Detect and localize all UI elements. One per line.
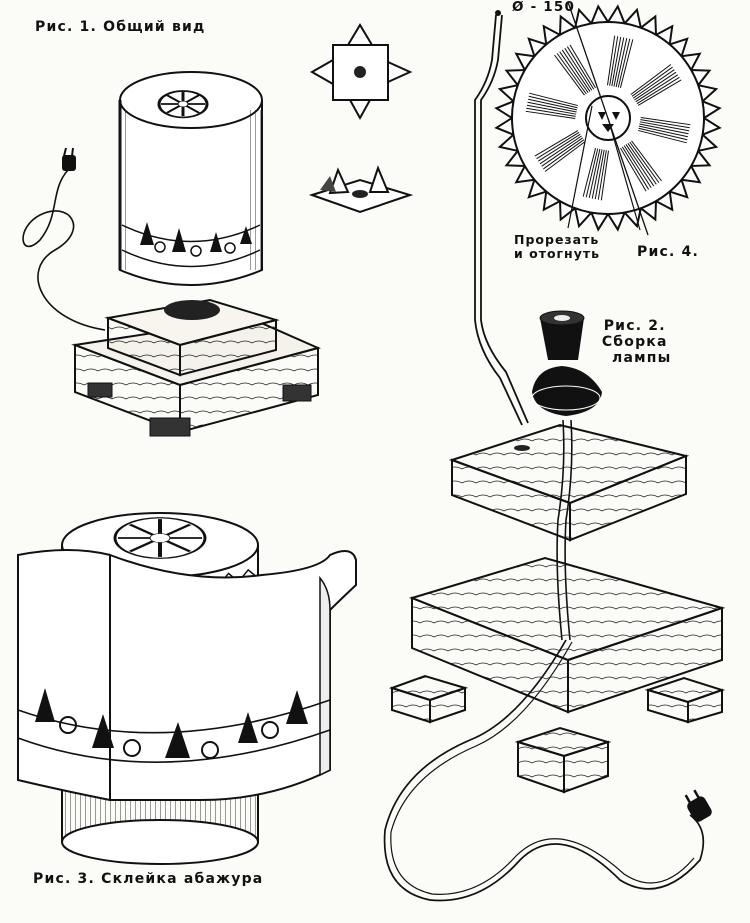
fig4-caption: Рис. 4.	[637, 244, 700, 260]
wood-block-icon	[644, 676, 726, 724]
plug-icon	[684, 789, 712, 822]
wood-block-icon	[448, 423, 690, 542]
lamp-socket-icon	[531, 310, 602, 416]
gear-tooth	[606, 211, 627, 232]
wood-block-icon	[388, 674, 469, 724]
fig2-caption-line1: Рис. 2.	[603, 318, 666, 334]
wood-block-icon	[514, 726, 612, 794]
gear-slot	[582, 148, 609, 201]
fig1-caption: Рис. 1. Общий вид	[35, 19, 206, 35]
fig1-assembled-lamp	[22, 71, 322, 437]
gear-slot	[630, 64, 682, 106]
fig2-caption: Рис. 2. Сборка лампы	[598, 318, 671, 366]
gear-slot	[554, 44, 596, 96]
cut-instruction-line1: Прорезать	[514, 232, 600, 247]
rabbit-icon	[154, 241, 236, 257]
gear-slot	[607, 35, 634, 88]
gear-tooth	[701, 99, 722, 120]
tree-icon	[140, 222, 252, 252]
gear-slot	[534, 130, 586, 172]
fig3-caption: Рис. 3. Склейка абажура	[33, 871, 264, 887]
plug-icon	[62, 147, 76, 171]
rabbit-icon	[59, 716, 279, 759]
fig3-gluing-shade	[17, 512, 357, 865]
gear-tooth	[589, 211, 610, 232]
cut-instruction: Прорезать и отогнуть	[514, 232, 600, 262]
tab-template-flat	[309, 23, 413, 121]
gear-tooth	[494, 99, 515, 120]
wood-block-icon	[408, 556, 726, 714]
fig2-caption-line3: лампы	[612, 350, 672, 367]
gear-tooth	[494, 116, 515, 137]
gear-slot	[620, 140, 662, 192]
fig2-exploded-assembly	[383, 10, 726, 902]
cut-instruction-line2: и отогнуть	[514, 246, 600, 262]
tab-template-bent	[308, 165, 414, 214]
diameter-label: Ø - 150	[512, 0, 576, 15]
gear-tooth	[701, 116, 722, 137]
gear-tooth	[606, 4, 627, 25]
fig1-lampshade	[118, 71, 263, 286]
gear-slot	[525, 92, 578, 119]
gear-tooth	[589, 4, 610, 25]
fig1-base-upper	[104, 298, 280, 377]
gear-disc-icon	[494, 1, 722, 236]
fig1-cord	[22, 169, 106, 331]
gear-slot	[638, 117, 691, 144]
fig2-caption-line2: Сборка	[601, 334, 668, 351]
tree-icon	[35, 688, 308, 758]
